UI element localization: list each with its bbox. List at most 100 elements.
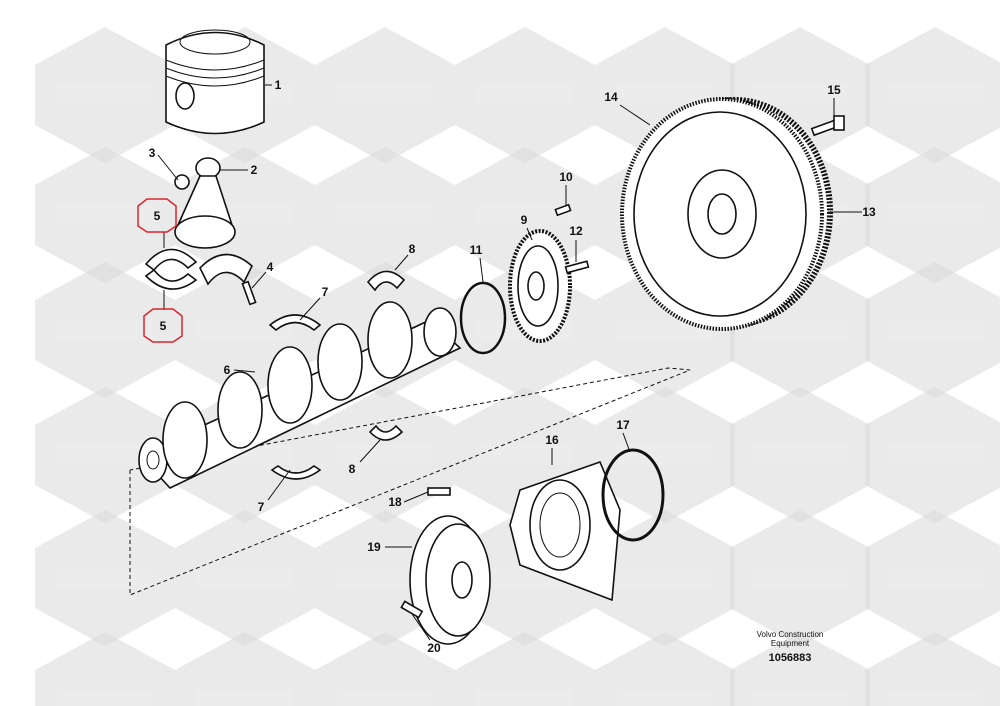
watermark-tile: [35, 510, 175, 646]
assembly-dashed-outline: [129, 367, 691, 596]
watermark-hexagon: [595, 632, 735, 706]
callout-c16: 16: [545, 433, 559, 447]
watermark-tile: [315, 27, 455, 163]
housing-bolt[interactable]: [427, 487, 451, 496]
watermark-tile: [595, 632, 735, 706]
watermark-tile: [175, 632, 315, 706]
watermark-lettering-band: [477, 690, 573, 706]
watermark-tile: [35, 632, 175, 706]
watermark-tile: [865, 262, 1000, 398]
watermark-lettering-band: [887, 445, 983, 465]
watermark-tile: [595, 387, 735, 523]
publisher-label: Volvo Construction Equipment: [740, 630, 840, 648]
watermark-lettering-band: [337, 568, 433, 588]
watermark-lettering-band: [887, 205, 983, 225]
watermark-lettering-band: [752, 568, 848, 588]
leader-lines: [157, 84, 862, 641]
watermark-lettering-band: [337, 205, 433, 225]
watermark-tile: [865, 147, 1000, 283]
dowel-pin[interactable]: [554, 203, 572, 217]
callout-c17: 17: [616, 418, 630, 432]
callout-c13: 13: [862, 205, 876, 219]
thrust-washer-upper[interactable]: [268, 314, 322, 332]
callout-c11: 11: [470, 243, 483, 257]
piston[interactable]: [165, 29, 265, 135]
watermark-lettering-band: [477, 445, 573, 465]
flywheel-bolt[interactable]: [810, 115, 845, 137]
watermark-lettering-band: [197, 690, 293, 706]
callout-c14: 14: [604, 90, 618, 104]
callout-c18: 18: [388, 495, 402, 509]
callout-c1: 1: [275, 78, 282, 92]
watermark-lettering-band: [477, 205, 573, 225]
seal-housing[interactable]: [509, 460, 621, 602]
watermark-lettering-band: [197, 568, 293, 588]
watermark-hexagon: [865, 632, 1000, 706]
connecting-rod[interactable]: [174, 157, 236, 249]
watermark-lettering-band: [752, 320, 848, 340]
o-ring[interactable]: [459, 281, 507, 355]
callout-c15: 15: [827, 83, 841, 97]
crankshaft[interactable]: [138, 301, 462, 489]
watermark-tile: [730, 510, 870, 646]
watermark-tile: [595, 510, 735, 646]
watermark-tile: [865, 387, 1000, 523]
flywheel[interactable]: [620, 97, 833, 331]
main-bearing-upper[interactable]: [366, 270, 406, 292]
rod-bolt[interactable]: [241, 280, 257, 306]
watermark-hexagon: [35, 632, 175, 706]
publisher-line-2: Equipment: [770, 639, 810, 648]
callout-c4: 4: [267, 260, 274, 274]
watermark-lettering-band: [57, 445, 153, 465]
watermark-hexagon: [730, 632, 870, 706]
watermark-tile: [865, 27, 1000, 163]
watermark-lettering-band: [337, 690, 433, 706]
watermark-hexagon: [455, 632, 595, 706]
watermark-lettering-band: [57, 85, 153, 105]
watermark-lettering-band: [752, 445, 848, 465]
rod-cap[interactable]: [199, 253, 253, 286]
callout-c6: 6: [224, 363, 231, 377]
callout-c19: 19: [367, 540, 381, 554]
watermark-lettering-band: [617, 690, 713, 706]
vibration-damper-pulley[interactable]: [409, 515, 491, 645]
crankshaft-gear[interactable]: [508, 229, 572, 343]
highlight-hexagon-5b: [143, 308, 183, 343]
callout-c20: 20: [427, 641, 441, 655]
watermark-hexagon: [175, 632, 315, 706]
watermark-hexagon: [315, 632, 455, 706]
watermark-tile: [35, 27, 175, 163]
watermark-lettering-band: [57, 568, 153, 588]
watermark-tile: [865, 510, 1000, 646]
main-bearing-lower[interactable]: [368, 424, 404, 441]
callout-c8b: 8: [349, 462, 356, 476]
watermark-lettering-band: [752, 690, 848, 706]
watermark-lettering-band: [337, 445, 433, 465]
upper-bearing-shell[interactable]: [144, 248, 198, 272]
document-number: 1056883: [768, 652, 812, 664]
watermark-lettering-band: [57, 690, 153, 706]
watermark-tile: [175, 510, 315, 646]
watermark-lettering-band: [887, 320, 983, 340]
callout-c8a: 8: [409, 242, 416, 256]
watermark-tile: [455, 27, 595, 163]
watermark-lettering-band: [57, 205, 153, 225]
callout-c12: 12: [569, 224, 583, 238]
watermark-tile: [35, 147, 175, 283]
callout-c2: 2: [251, 163, 258, 177]
watermark-lettering-band: [477, 85, 573, 105]
watermark-tile: [35, 262, 175, 398]
watermark-tile: [865, 632, 1000, 706]
rear-seal[interactable]: [601, 448, 665, 542]
gear-bolt[interactable]: [564, 260, 590, 274]
publisher-line-1: Volvo Construction: [756, 630, 824, 639]
watermark-tile: [315, 632, 455, 706]
lower-bearing-shell[interactable]: [144, 268, 198, 290]
thrust-washer-lower[interactable]: [270, 465, 322, 480]
watermark-lettering-band: [617, 568, 713, 588]
callout-c5a: 5: [154, 209, 161, 223]
pulley-bolt[interactable]: [400, 600, 424, 619]
watermark-tile: [315, 387, 455, 523]
